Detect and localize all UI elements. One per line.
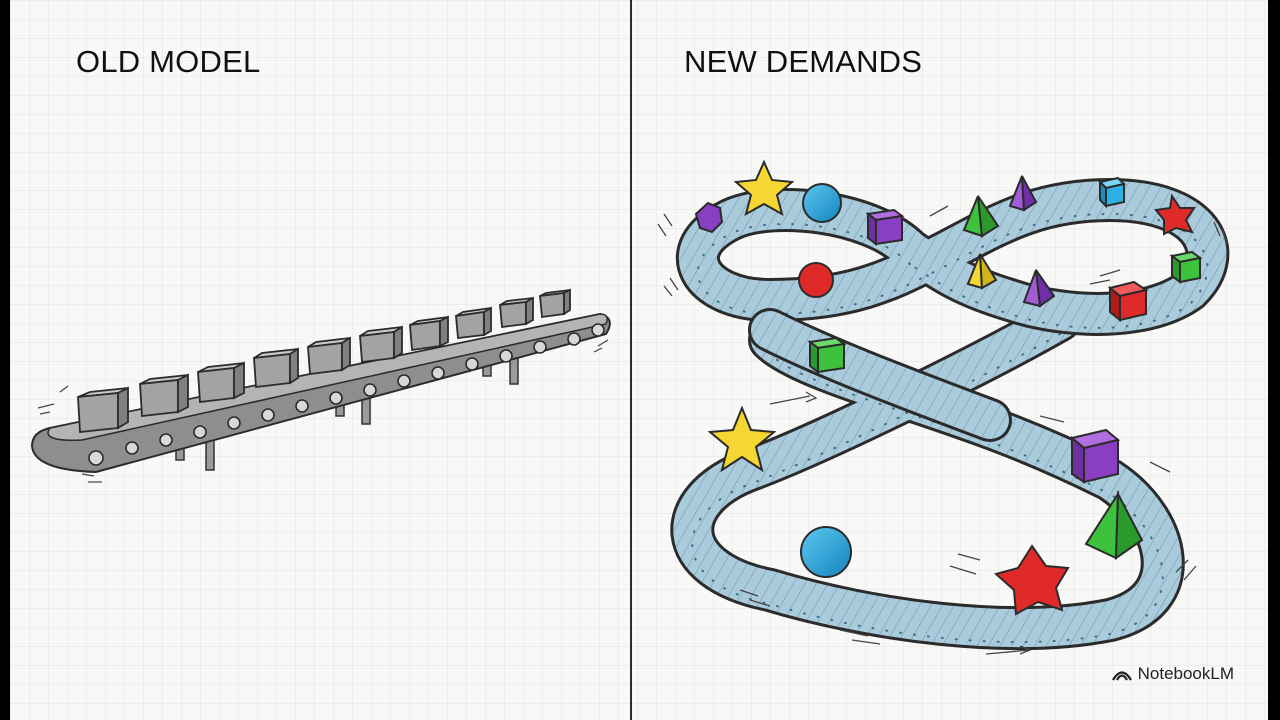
straight-conveyor [30, 312, 611, 483]
green-pyramid [1084, 490, 1144, 560]
green-pyramid [962, 195, 1000, 238]
panel-divider [630, 0, 632, 720]
blue-sphere [802, 183, 842, 223]
red-cube [1107, 280, 1149, 323]
grey-cube [359, 325, 403, 364]
notebooklm-logo-icon [1111, 671, 1132, 681]
grey-cube [77, 386, 129, 433]
yellow-star [707, 405, 777, 473]
grey-cube [307, 336, 351, 376]
old-model-title: OLD MODEL [76, 44, 261, 79]
blue-cube [1098, 176, 1126, 209]
artwork [30, 159, 1230, 655]
belt-objects [694, 159, 1203, 616]
purple-pyramid [1022, 269, 1056, 308]
purple-pyramid [1008, 175, 1038, 212]
grey-cube [539, 288, 571, 319]
grey-cube [455, 306, 492, 339]
red-star [993, 544, 1070, 616]
grey-cube [409, 315, 449, 352]
purple-gem [694, 201, 724, 234]
grey-cube [197, 361, 245, 404]
blue-sphere [800, 526, 852, 578]
illustration-canvas: OLD MODEL NEW DEMANDS [10, 0, 1268, 720]
green-cube [807, 336, 847, 374]
purple-cube [865, 208, 905, 246]
notebooklm-watermark: NotebookLM [1111, 664, 1234, 684]
green-cube [1169, 250, 1203, 284]
grey-cube [499, 296, 534, 329]
yellow-pyramid [966, 253, 998, 290]
purple-cube [1069, 428, 1121, 484]
grey-cubes [77, 288, 571, 433]
new-demands-title: NEW DEMANDS [684, 44, 923, 79]
red-sphere [798, 262, 834, 298]
grey-cube [139, 373, 189, 417]
red-star [1154, 193, 1196, 236]
watermark-text: NotebookLM [1137, 664, 1234, 683]
grey-cube [253, 347, 299, 389]
yellow-star [733, 159, 795, 217]
